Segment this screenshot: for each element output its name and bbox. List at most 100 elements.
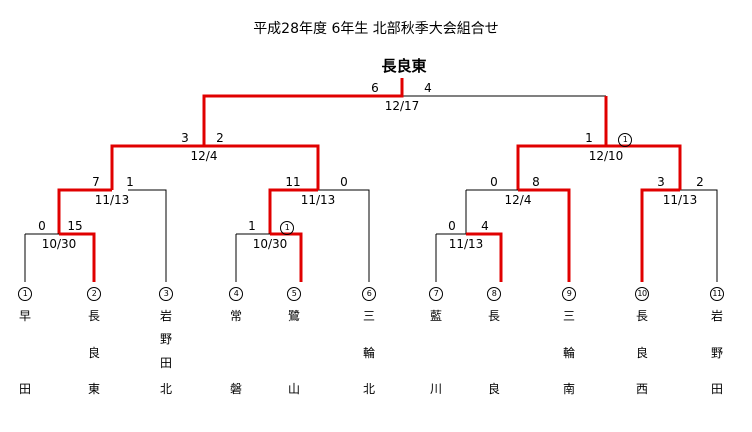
team-seed: 1 — [18, 281, 32, 301]
team-name-char: 輪 — [362, 346, 375, 360]
win-qf-a — [57, 188, 112, 234]
seed-number: 7 — [429, 287, 443, 301]
seed-number: 4 — [229, 287, 243, 301]
team-name-char: 良 — [635, 346, 648, 360]
team-name-char: 西 — [635, 382, 648, 396]
score-left: 0 — [448, 219, 456, 233]
score-left: 6 — [371, 81, 379, 95]
team-seed: 4 — [229, 281, 243, 301]
circled-score: 1 — [280, 221, 294, 235]
score-right: 2 — [696, 175, 704, 189]
page-title: 平成28年度 6年生 北部秋季大会組合せ — [253, 21, 499, 37]
line-qf-b-right — [318, 189, 370, 282]
team-seed: 11 — [710, 281, 724, 301]
team-name-char: 良 — [87, 346, 100, 360]
team-seed: 10 — [635, 281, 649, 301]
match-date: 10/30 — [41, 237, 77, 251]
team-name-char: 山 — [287, 382, 300, 396]
score-left: 3 — [181, 131, 189, 145]
team-name-char: 早 — [18, 309, 31, 323]
circled-score: 1 — [618, 133, 632, 147]
team-name-char: 藍 — [429, 309, 442, 323]
team-name-char: 長 — [635, 309, 648, 323]
seed-number: 1 — [18, 287, 32, 301]
seed-number: 3 — [159, 287, 173, 301]
team-name-char: 南 — [562, 382, 575, 396]
losing-paths — [24, 95, 718, 282]
score-right: 8 — [532, 175, 540, 189]
win-r1b — [270, 232, 303, 282]
team-seed: 2 — [87, 281, 101, 301]
win-qf-d — [640, 188, 680, 282]
team-name-char: 野 — [710, 346, 723, 360]
seed-number: 8 — [487, 287, 501, 301]
team-seed: 8 — [487, 281, 501, 301]
team-seed: 9 — [562, 281, 576, 301]
score-left: 11 — [285, 175, 301, 189]
seed-number: 9 — [562, 287, 576, 301]
seed-number: 6 — [362, 287, 376, 301]
score-left: 1 — [585, 131, 593, 145]
team-name-char: 三 — [562, 309, 575, 323]
score-right: 1 — [126, 175, 134, 189]
team-name-char: 田 — [710, 382, 723, 396]
winning-paths — [57, 78, 682, 282]
score-left: 3 — [657, 175, 665, 189]
win-r1c — [466, 232, 503, 282]
team-name-char: 常 — [229, 309, 242, 323]
match-date: 11/13 — [300, 193, 336, 207]
match-date: 11/13 — [94, 193, 130, 207]
team-seed: 6 — [362, 281, 376, 301]
match-date: 12/10 — [588, 149, 624, 163]
team-name-char: 鷺 — [287, 309, 300, 323]
seed-number: 11 — [710, 287, 724, 301]
seed-number: 5 — [287, 287, 301, 301]
team-name-char: 岩 — [710, 309, 723, 323]
team-name-char: 長 — [87, 309, 100, 323]
team-seed: 5 — [287, 281, 301, 301]
win-qf-b — [268, 188, 318, 234]
score-right: 0 — [340, 175, 348, 189]
team-seed: 3 — [159, 281, 173, 301]
score-right: 1 — [618, 132, 632, 147]
score-left: 0 — [38, 219, 46, 233]
team-name-char: 良 — [487, 382, 500, 396]
team-name-char: 北 — [362, 382, 375, 396]
score-right: 15 — [67, 219, 83, 233]
match-date: 11/13 — [662, 193, 698, 207]
win-sf-a-right — [204, 144, 320, 190]
team-name-char: 輪 — [562, 346, 575, 360]
team-name-char: 野 — [159, 332, 172, 346]
team-name-char: 長 — [487, 309, 500, 323]
team-seed: 7 — [429, 281, 443, 301]
score-left: 7 — [92, 175, 100, 189]
score-right: 2 — [216, 131, 224, 145]
team-name-char: 川 — [429, 382, 442, 396]
champion-label: 長良東 — [381, 57, 427, 75]
match-date: 12/17 — [384, 99, 420, 113]
seed-number: 2 — [87, 287, 101, 301]
team-name-char: 磐 — [229, 382, 242, 396]
score-left: 0 — [490, 175, 498, 189]
win-r1a — [59, 232, 96, 282]
seed-number: 10 — [635, 287, 649, 301]
win-final — [202, 78, 404, 146]
score-right: 1 — [280, 220, 294, 235]
match-date: 12/4 — [504, 193, 532, 207]
score-left: 1 — [248, 219, 256, 233]
score-right: 4 — [424, 81, 432, 95]
win-qf-c — [518, 188, 571, 282]
line-qf-d-right — [680, 189, 718, 282]
team-name-char: 田 — [18, 382, 31, 396]
match-date: 12/4 — [190, 149, 218, 163]
team-name-char: 岩 — [159, 309, 172, 323]
match-date: 11/13 — [448, 237, 484, 251]
team-name-char: 三 — [362, 309, 375, 323]
score-right: 4 — [481, 219, 489, 233]
team-name-char: 東 — [87, 382, 100, 396]
win-sf-b — [516, 96, 608, 190]
team-name-char: 北 — [159, 382, 172, 396]
win-sf-a — [110, 144, 204, 190]
line-qf-a-right — [128, 189, 167, 282]
